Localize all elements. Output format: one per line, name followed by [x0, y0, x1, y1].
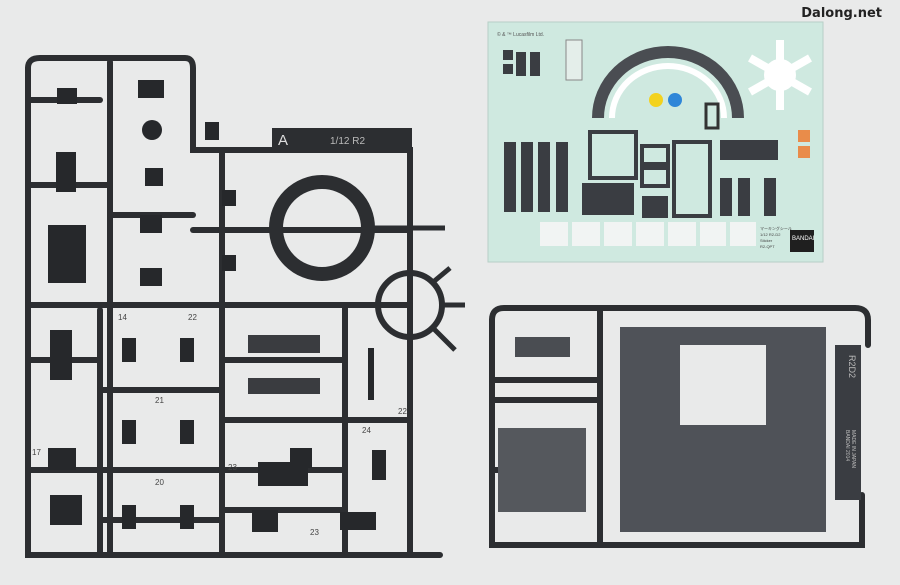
part-number: 24 — [362, 426, 371, 435]
part-number: 22 — [398, 407, 407, 416]
part-number: 22 — [188, 313, 197, 322]
runner-b-parts: R2D2 BANDAI 2014 MADE IN JAPAN — [498, 327, 861, 532]
runner-b-gate-text: R2D2 — [847, 355, 857, 378]
sticker-maker-logo: BANDAI — [792, 236, 815, 242]
part-number: 23 — [310, 528, 319, 537]
sticker-copyright: © & ™ Lucasfilm Ltd. — [497, 31, 544, 38]
runner-a-rings — [269, 175, 465, 352]
runner-tag-letter: A — [278, 132, 288, 149]
runner-tag-text: 1/12 R2 — [330, 136, 365, 147]
runner-a-parts — [48, 80, 386, 532]
part-number: 21 — [155, 396, 164, 405]
sticker-sheet: © & ™ Lucasfilm Ltd. — [487, 21, 824, 263]
part-number: 17 — [32, 448, 41, 457]
part-number: 14 — [118, 313, 127, 322]
sticker-label-3: Sticker — [760, 238, 773, 243]
runner-b-plate-text-2: MADE IN JAPAN — [850, 430, 856, 468]
part-number: 20 — [155, 478, 164, 487]
runner-tag: A 1/12 R2 — [272, 128, 412, 150]
runner-b-plate-text-1: BANDAI 2014 — [844, 430, 850, 461]
sticker-label-1: マーキングシール — [760, 225, 792, 231]
sticker-label-2: 1/12 R2-D2 — [760, 232, 781, 237]
part-number: 23 — [228, 463, 237, 472]
sticker-label-4: R2-QPT — [760, 244, 775, 249]
watermark: Dalong.net — [801, 6, 882, 21]
runner-b — [489, 305, 871, 548]
